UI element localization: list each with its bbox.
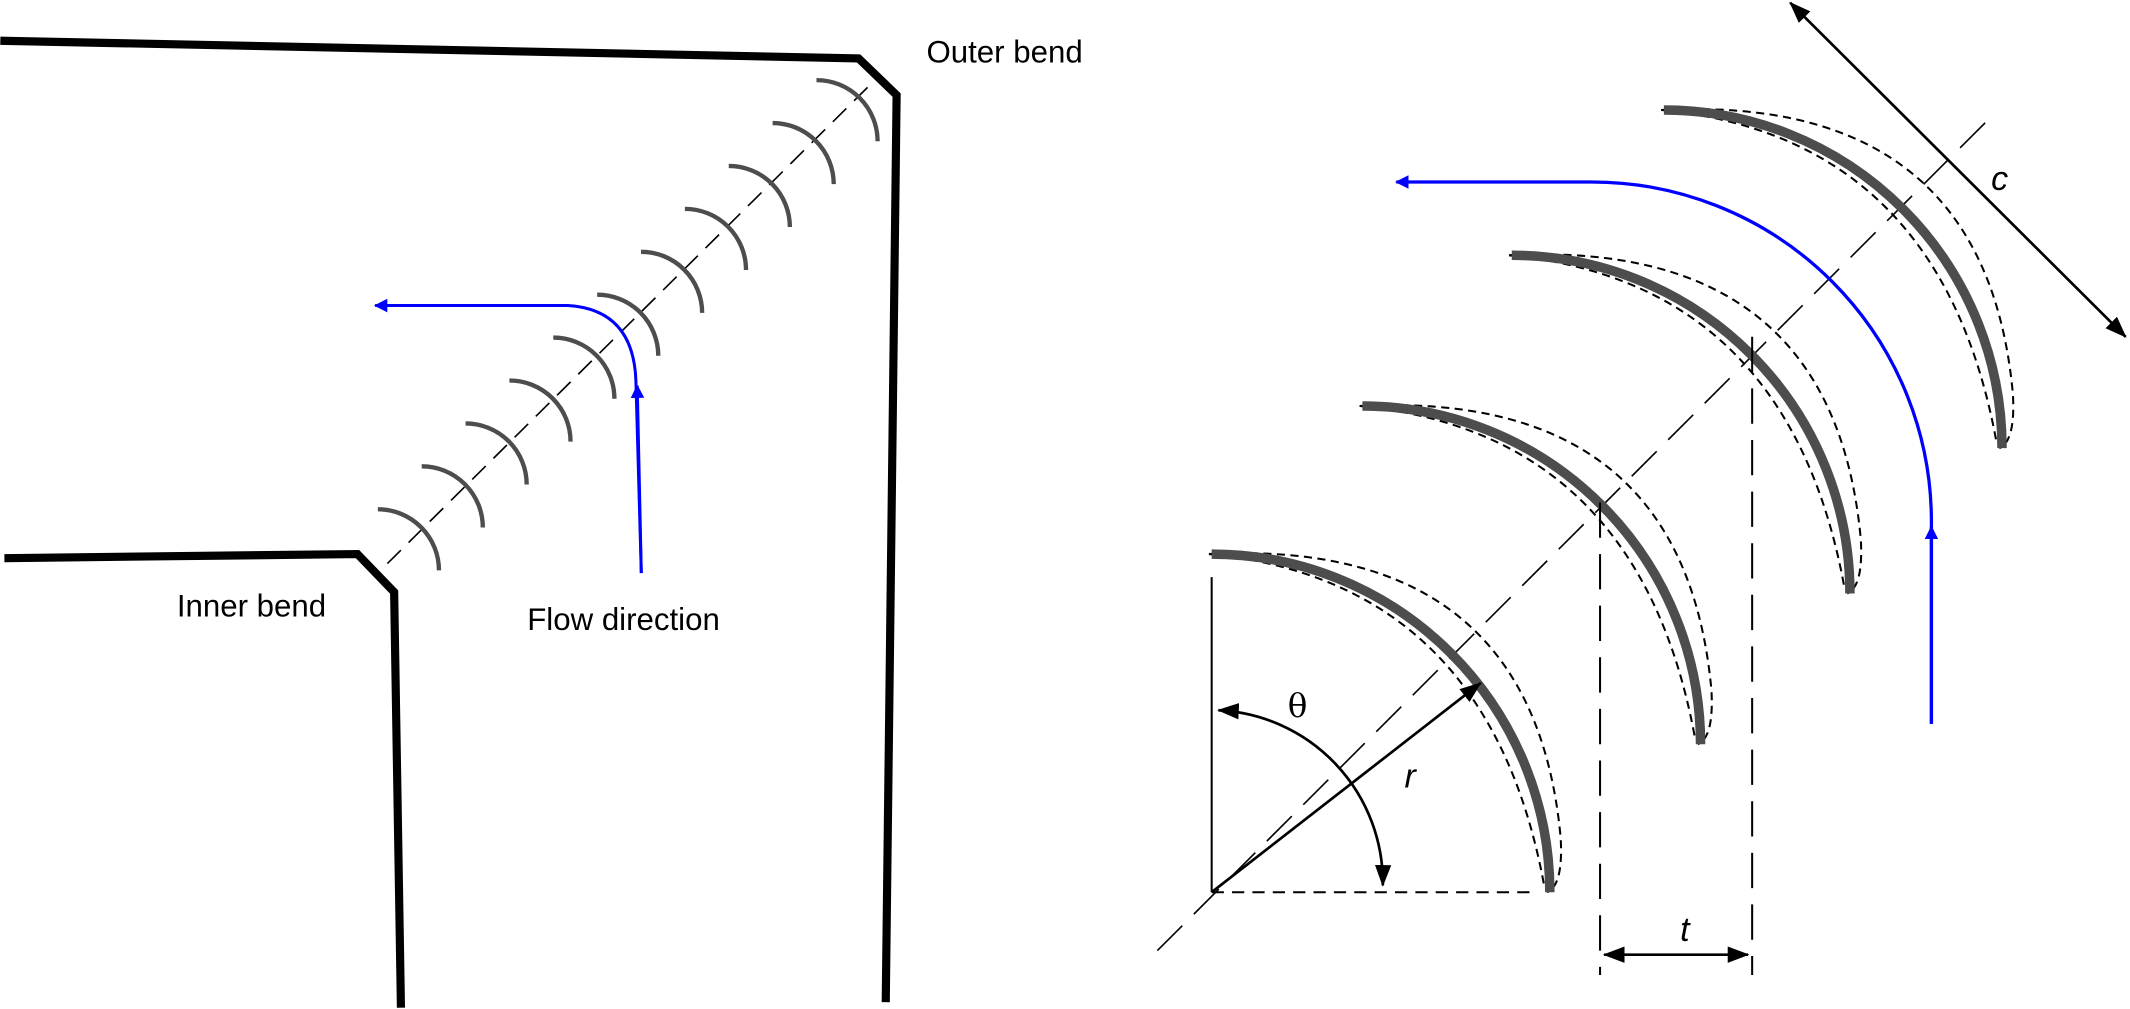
flow-arrow-large — [1394, 175, 1934, 724]
vane — [1661, 105, 2015, 450]
vane-diagonal — [1156, 121, 1987, 952]
small-vane — [772, 120, 836, 185]
small-vane — [553, 335, 617, 399]
outer-wall — [0, 36, 901, 1003]
chord-label: c — [1991, 160, 2008, 198]
theta-arc — [1217, 703, 1392, 887]
small-vanes — [377, 77, 880, 571]
vanes — [1208, 105, 2015, 894]
vane-camber — [1362, 401, 1706, 745]
vane-centerline — [386, 78, 877, 565]
vane-camber — [1511, 250, 1855, 594]
vane-inner-profile — [1359, 405, 1697, 739]
small-vane — [684, 206, 749, 270]
flow-arrow-head — [630, 384, 645, 574]
inner-bend-label: Inner bend — [177, 589, 326, 624]
small-vane — [509, 378, 573, 442]
vane — [1359, 401, 1713, 746]
vane-camber — [1211, 549, 1555, 893]
small-vane — [641, 249, 705, 313]
small-vane — [465, 421, 529, 485]
small-vane — [377, 507, 442, 571]
flow-arrow — [373, 298, 643, 574]
vane-inner-profile — [1508, 254, 1846, 589]
vane — [1508, 250, 1863, 595]
radius-label: r — [1405, 758, 1418, 796]
vane-inner-profile — [1208, 553, 1546, 887]
inner-wall — [4, 549, 406, 1008]
chord-arrow — [1789, 1, 2127, 338]
vane-camber — [1663, 105, 2007, 449]
radius-arrow — [1210, 682, 1482, 894]
duct-bend-figure: Outer bend Inner bend Flow direction — [0, 34, 1083, 1008]
vane-outer-profile — [1359, 404, 1713, 746]
flow-direction-label: Flow direction — [527, 602, 720, 637]
small-vane — [728, 163, 793, 228]
theta-label: θ — [1288, 687, 1308, 725]
small-vane — [597, 292, 661, 356]
vane-geometry-figure: θ r t c — [1156, 1, 2127, 976]
vane-outer-profile — [1509, 253, 1863, 595]
outer-bend-label: Outer bend — [926, 34, 1082, 69]
small-vane — [816, 77, 880, 142]
vane-outer-profile — [1208, 552, 1563, 894]
vane — [1208, 549, 1563, 894]
small-vane — [421, 464, 485, 528]
pitch-label: t — [1680, 911, 1691, 949]
